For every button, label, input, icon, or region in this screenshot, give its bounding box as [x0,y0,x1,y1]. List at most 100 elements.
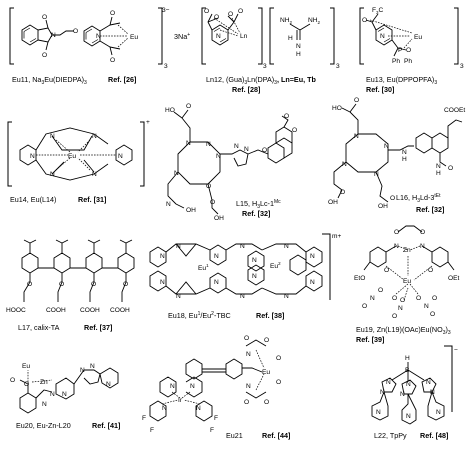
atom-label: N [284,243,289,250]
atom-label: Ph [392,58,400,65]
atom-label: COOH [46,307,66,314]
charge-label: m+ [332,233,341,240]
atom-label: N [354,133,359,140]
atom-label: O [448,165,453,172]
reference-eu21: Ref. [44] [262,431,290,440]
atom-label: Ln [240,33,248,40]
atom-label: N [436,163,441,170]
atom-label: O [362,303,367,310]
structure-eu14: N N N N N N Eu + Eu14, Eu(L14) Ref. [31] [7,119,150,204]
caption-eu20: Eu20, Eu-Zn-L20 [16,421,71,430]
reference-ln12: Ref. [28] [232,85,260,94]
atom-label: O [238,8,243,15]
caption-l15: L15, H3Lc-1Mc [236,199,281,210]
structure-eu20: Eu O O Zn N N N N N N Eu20, Eu-Zn-L20 Re… [10,363,120,430]
atom-label: O [228,11,233,18]
atom-label: N [50,171,55,178]
atom-label: O [42,14,47,21]
atom-label: N [50,133,55,140]
atom-label: H [288,35,293,42]
charge-label: − [454,347,458,354]
atom-label: O [416,295,421,302]
atom-label: Eu [414,34,422,41]
multiplier-label: 3 [164,63,168,70]
atom-label: N [402,149,407,156]
atom-label: O [362,17,367,24]
atom-label: N [216,33,221,40]
atom-label: COOH [110,307,130,314]
atom-label: HO [332,105,342,112]
atom-label: Eu [130,34,138,41]
counter-ion-label: 3Na+ [174,32,190,41]
atom-label: N [376,409,381,416]
atom-label: O [378,287,383,294]
atom-label: N [240,243,245,250]
atom-label: O [27,281,32,288]
atom-label: N [310,253,315,260]
atom-label: N [196,405,201,412]
atom-label: O [264,337,269,344]
atom-label: N [170,383,175,390]
atom-label: OEt [448,275,460,282]
atom-label: O [390,195,395,202]
atom-label: N [420,243,425,250]
atom-label: OH [186,207,196,214]
atom-label: F [210,427,214,434]
atom-label: P [398,47,403,54]
caption-eu21: Eu21 [226,431,243,440]
structure-l22: − H B N N N N N N N N N L22, TpPy Ref. [… [371,345,458,440]
atom-label: H [405,355,410,362]
structure-l17: O O O O HOOC COOH COOH COOH L17, calix-T… [6,239,135,332]
atom-label: O [123,281,128,288]
caption-ln12: Ln12, (Gua)3Ln(DPA)3, Ln=Eu, Tb [206,75,316,86]
reference-eu18: Ref. [38] [256,311,284,320]
atom-label: N [426,379,431,386]
atom-label: N [96,33,101,40]
atom-label: N [284,293,289,300]
atom-label: OH [378,203,388,210]
atom-label: N [30,153,35,160]
atom-label: N [246,351,251,358]
atom-label: O [406,47,411,54]
atom-label: N [310,279,315,286]
atom-label: O [244,335,249,342]
structure-l15: HO O N N OH N O N N N N O O O O OH L15, … [165,103,297,222]
atom-label: O [186,103,191,110]
caption-eu13: Eu13, Eu(DPPOPFA)3 [366,75,437,86]
atom-label: O [73,28,78,35]
atom-label: O [244,399,249,406]
charge-label: + [146,119,150,126]
atom-label: Ph [404,58,412,65]
atom-label: N [240,293,245,300]
atom-label: Ir [178,397,183,404]
structure-eu11: O N O O N O O Eu 3− 3 Eu11, Na3Eu(DIEDPA… [9,7,170,86]
atom-label: N [186,140,191,147]
reference-l15: Ref. [32] [242,209,270,218]
atom-label: O [264,399,269,406]
atom-label: O [392,313,397,320]
atom-label: O [204,8,209,15]
atom-label: N [430,389,435,396]
atom-label: N [370,295,375,302]
atom-label: O [400,297,405,304]
atom-label: N [374,171,379,178]
atom-label: COOH [80,307,100,314]
structure-eu18: m+ N N N N N N N N N N N N N N Eu1 Eu2 E… [149,233,341,320]
atom-label: N [234,143,239,150]
atom-label: N [400,391,405,398]
atom-label: OH [328,199,338,206]
reference-eu13: Ref. [30] [366,85,394,94]
atom-label: N [174,170,179,177]
atom-label: Zn [403,247,411,254]
atom-label: O [262,147,267,154]
atom-label: N [92,133,97,140]
atom-label: F [142,415,146,422]
atom-label: N [386,379,391,386]
reference-eu14: Ref. [31] [78,195,106,204]
atom-label: N [342,161,347,168]
atom-label: H [436,170,441,177]
structure-l16: HO O N N N N O OH OH O N H N H O COOEt L… [328,97,465,214]
atom-label: HO [165,107,175,114]
atom-label: Zn [40,379,48,386]
atom-label: N [296,43,301,50]
